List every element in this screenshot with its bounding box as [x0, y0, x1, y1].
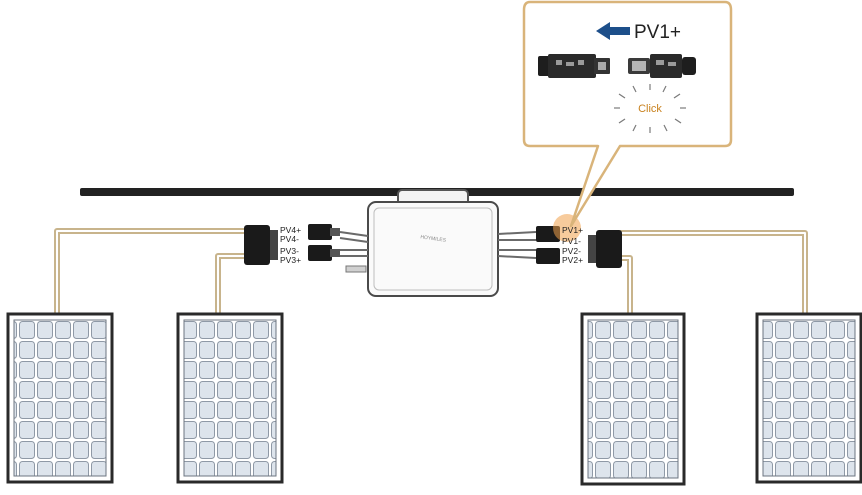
left-arrow-icon: [596, 22, 630, 40]
callout-pv-label: PV1+: [634, 22, 681, 43]
port-label-pv2-plus: PV2+: [562, 255, 583, 265]
port-label-pv1-minus: PV1-: [562, 236, 581, 246]
port-label-pv1-plus: PV1+: [562, 225, 583, 235]
connection-callout: PV1+: [522, 0, 733, 228]
mc4-male-connector-icon: [538, 54, 610, 78]
click-burst-icon: [614, 84, 686, 133]
click-label: Click: [638, 103, 662, 115]
left-port-labels: PV4+ PV4- PV3- PV3+: [280, 225, 301, 265]
mc4-connector-inverter-left-a: [308, 224, 332, 240]
solar-panel-2: [176, 312, 284, 484]
port-label-pv3-plus: PV3+: [280, 255, 301, 265]
port-label-pv2-minus: PV2-: [562, 246, 581, 256]
solar-panel-3: [580, 312, 686, 486]
right-connectors: [536, 226, 622, 268]
left-connectors: [244, 224, 340, 265]
solar-panel-1: [6, 312, 114, 484]
port-label-pv3-minus: PV3-: [280, 246, 299, 256]
right-port-labels: PV1+ PV1- PV2- PV2+: [562, 225, 583, 265]
mc4-connector-inverter-right-b: [536, 248, 560, 264]
mc4-connector-pv-panel1: [244, 225, 270, 265]
port-label-pv4-plus: PV4+: [280, 225, 301, 235]
mc4-connector-inverter-left-b: [308, 245, 332, 261]
port-label-pv4-minus: PV4-: [280, 234, 299, 244]
micro-inverter: HOYMILES: [339, 189, 537, 297]
inverter-brand-label: HOYMILES: [420, 234, 447, 244]
solar-panel-4: [755, 312, 862, 484]
mc4-connector-pv-panel4: [596, 230, 622, 268]
mc4-female-connector-icon: [628, 54, 696, 78]
